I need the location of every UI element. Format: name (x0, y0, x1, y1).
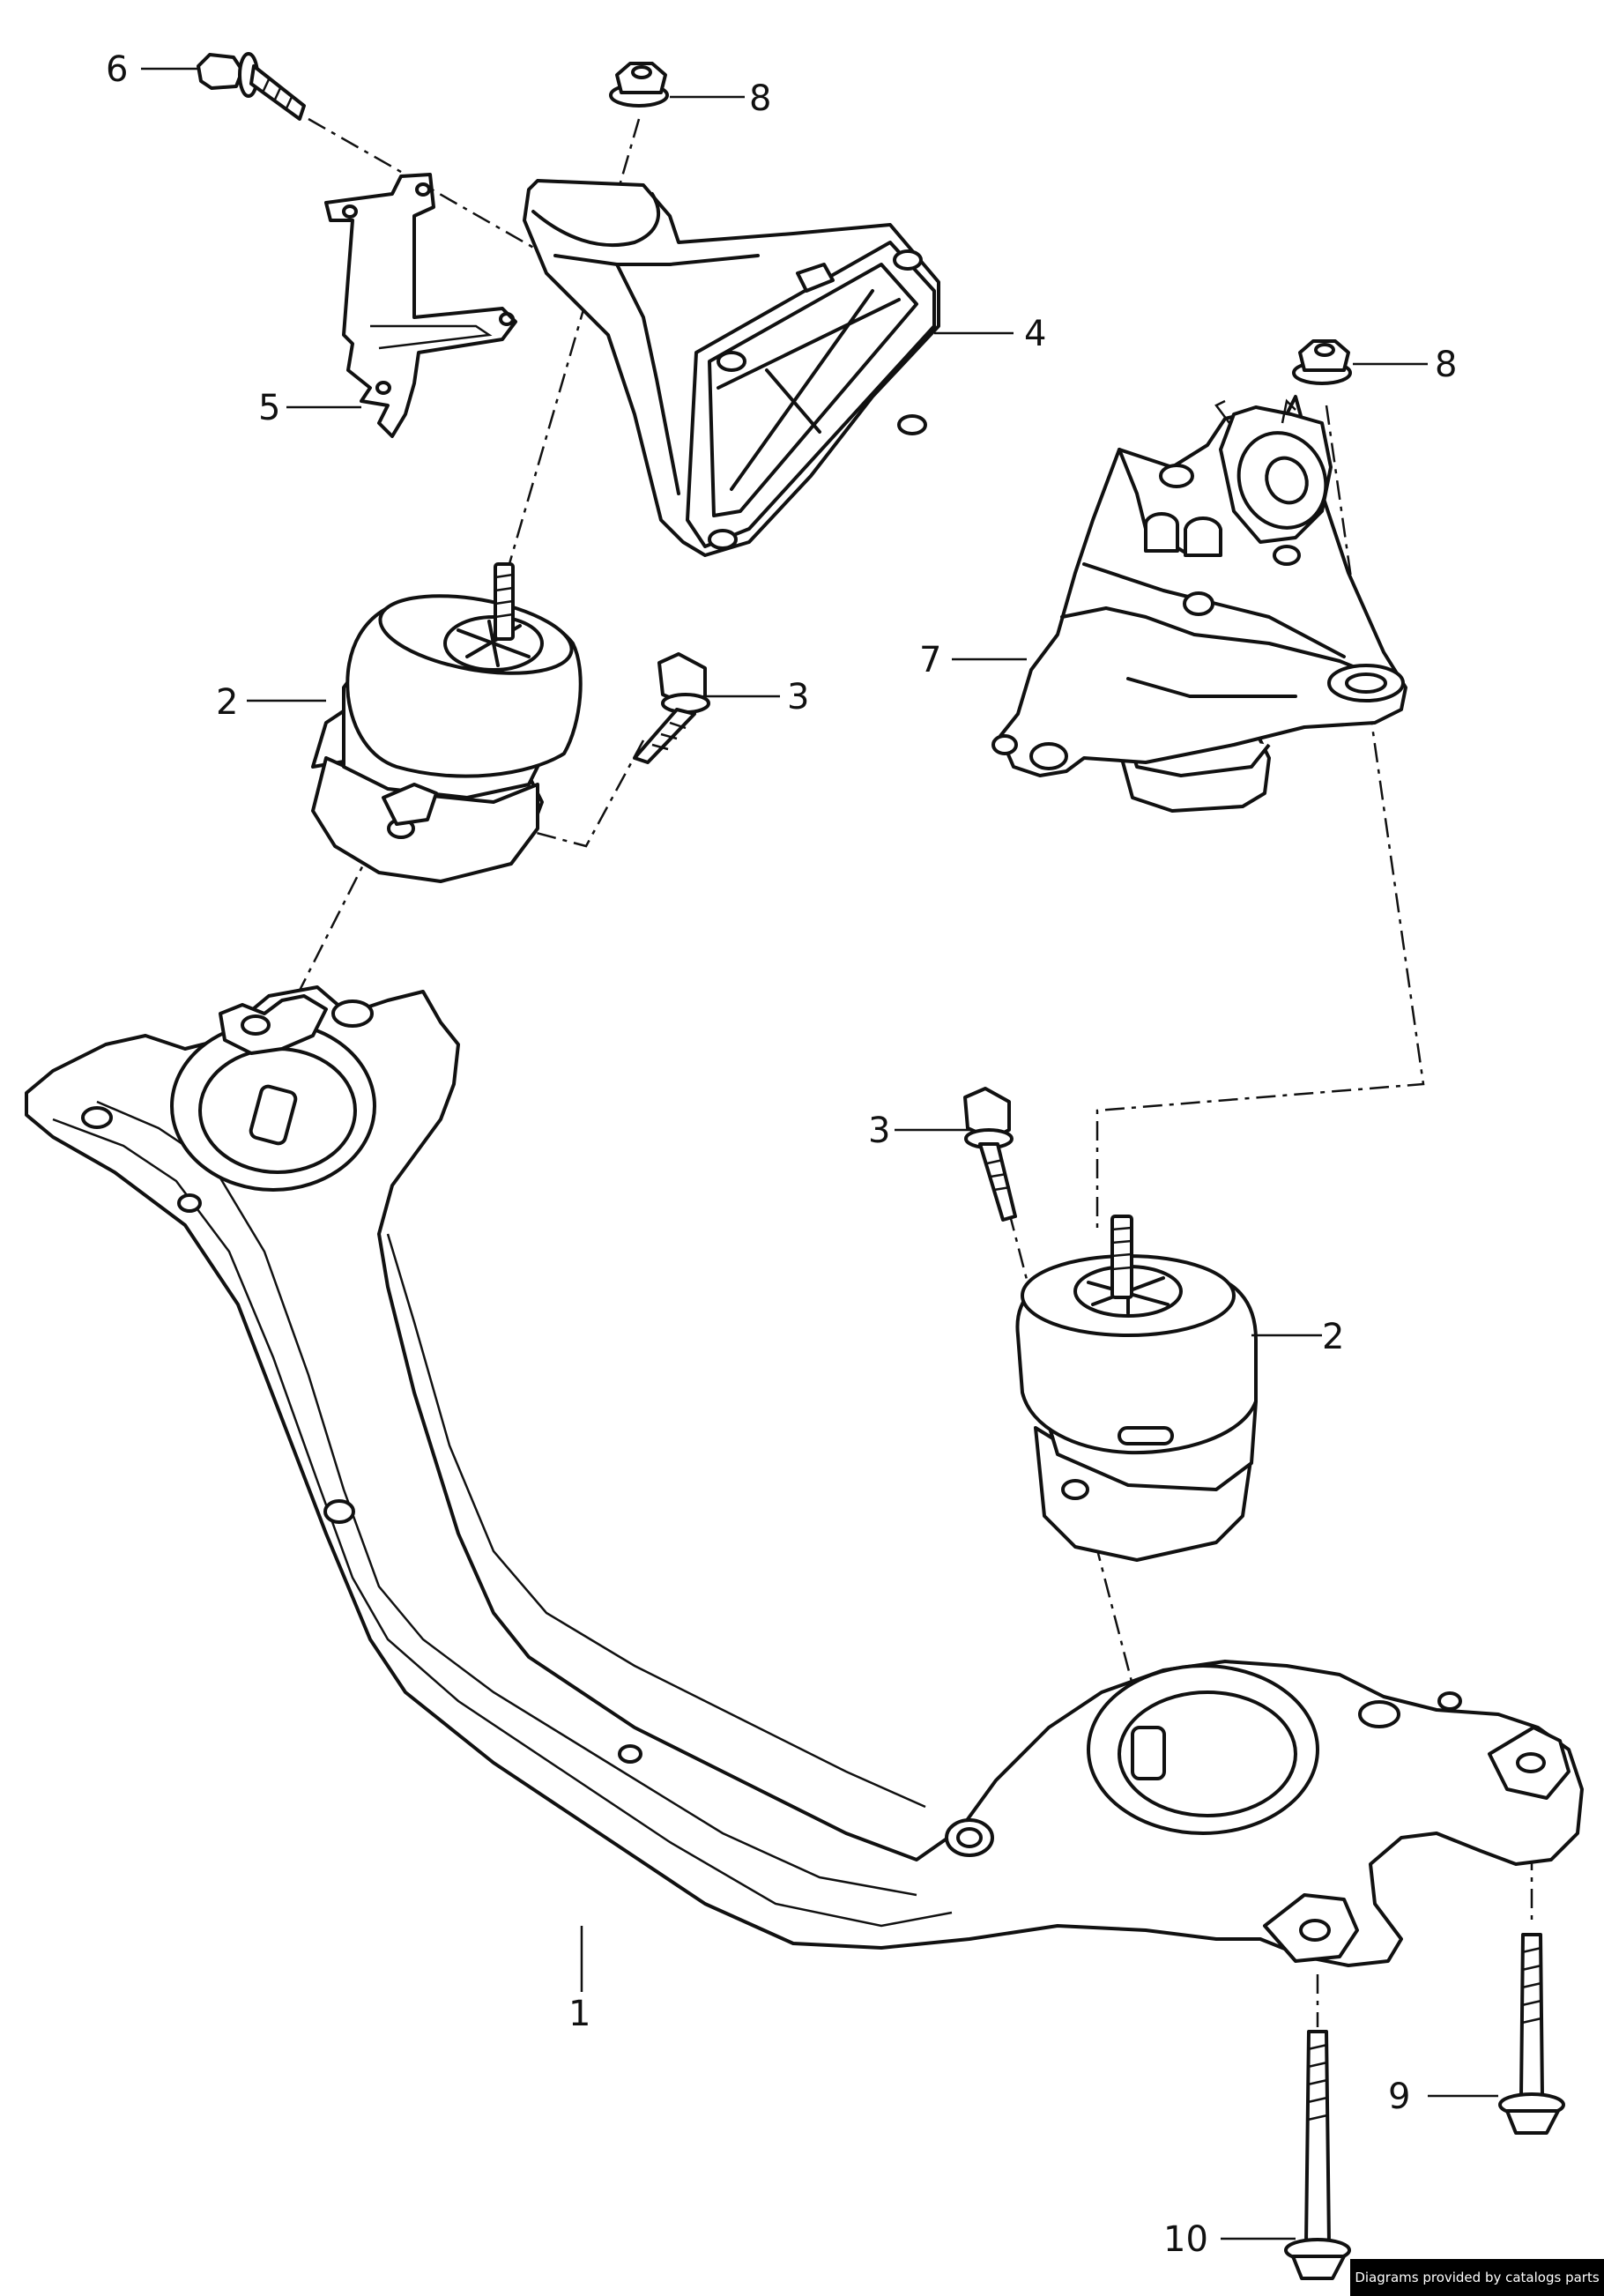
callout-2-lower: 2 (1322, 1317, 1344, 1357)
bracket-plate (324, 173, 517, 438)
callout-7: 7 (919, 640, 941, 680)
diagram-credit-banner: Diagrams provided by catalogs parts (1350, 2259, 1604, 2296)
nut-8-upper (609, 62, 669, 108)
bolt-10 (1284, 2030, 1351, 2280)
transmission-bracket (523, 179, 940, 557)
callout-8-right: 8 (1435, 345, 1457, 385)
callout-3-upper: 3 (787, 677, 809, 717)
callout-4: 4 (1024, 314, 1046, 354)
engine-mount-upper (311, 562, 583, 883)
bolt-3-lower (963, 1087, 1017, 1222)
callout-8-top: 8 (749, 78, 771, 119)
transmission-bracket-right (991, 395, 1407, 813)
bolt-9 (1498, 1933, 1565, 2135)
callout-6: 6 (106, 49, 128, 90)
engine-mount-lower (1015, 1215, 1258, 1562)
bolt-6 (197, 52, 306, 121)
callout-1: 1 (568, 1994, 590, 2034)
callout-10: 10 (1163, 2219, 1208, 2260)
bolt-3-upper (633, 652, 710, 764)
subframe-crossmember (25, 985, 1584, 1967)
callout-2-upper: 2 (216, 682, 238, 723)
callout-5: 5 (258, 388, 280, 428)
callout-9: 9 (1388, 2077, 1410, 2117)
callout-numbers: 6 8 4 5 8 7 2 3 3 2 1 9 10 (106, 49, 1457, 2260)
nut-8-lower (1292, 339, 1352, 385)
callout-3-lower: 3 (868, 1111, 890, 1151)
leader-lines (141, 67, 1498, 2240)
